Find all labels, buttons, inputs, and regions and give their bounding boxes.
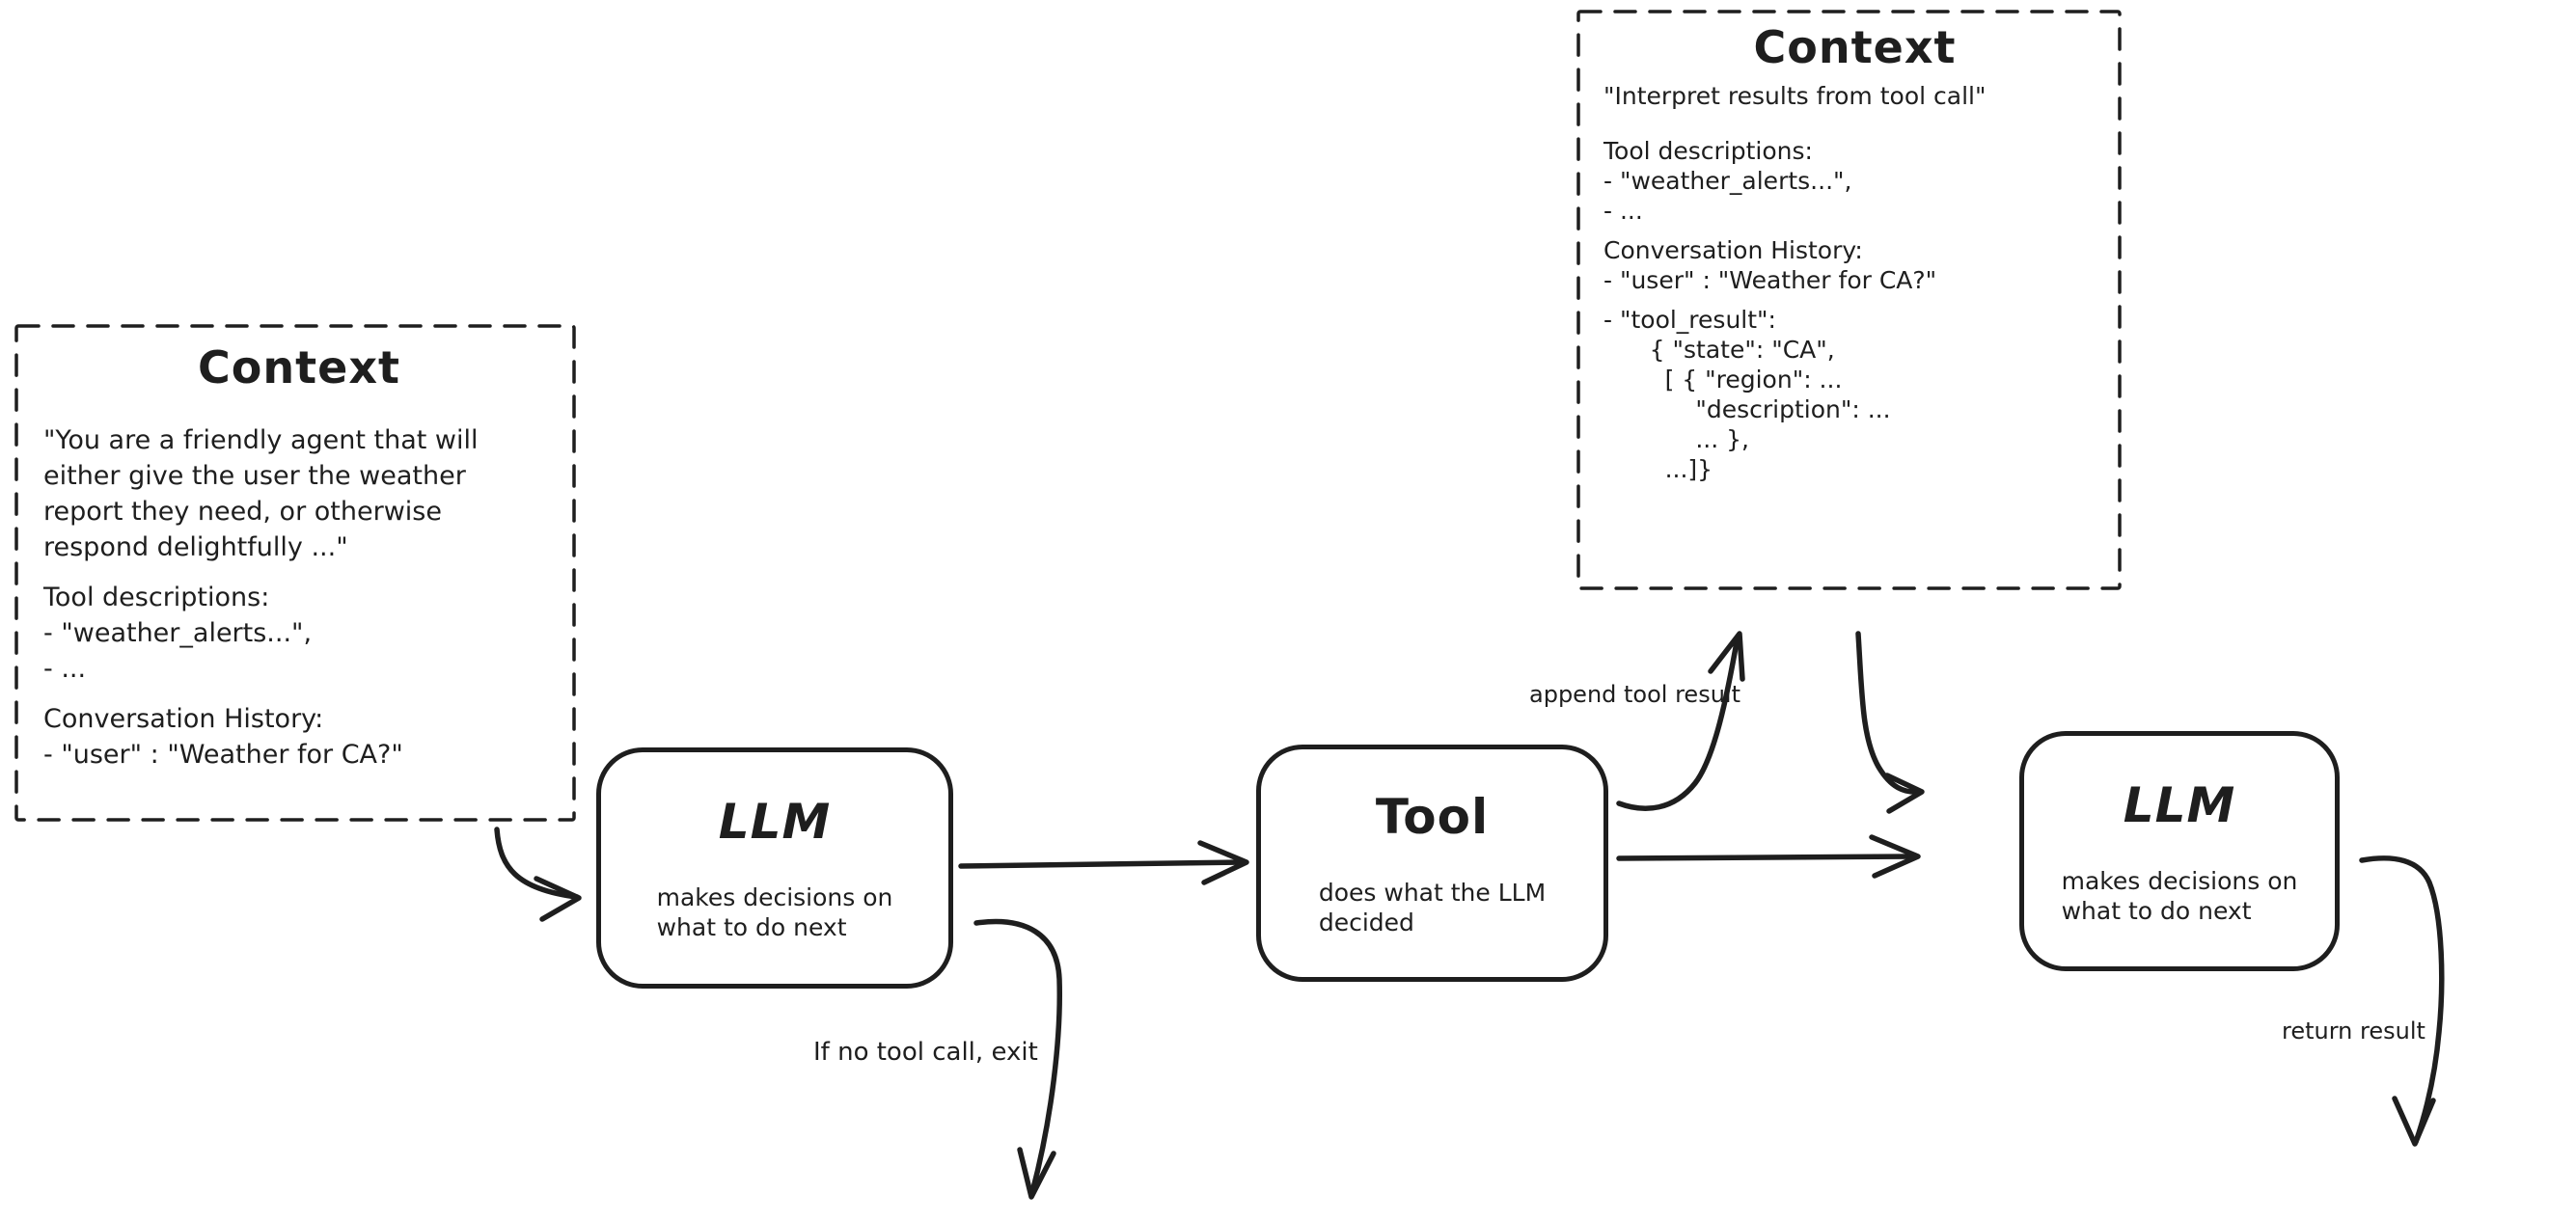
text-line: Tool descriptions: <box>43 583 270 612</box>
tool-subtitle: does what the LLM decided <box>1319 878 1546 937</box>
text-line: report they need, or otherwise <box>43 497 442 527</box>
context-left-dashed-border <box>14 324 576 822</box>
llm2-node: LLM makes decisions on what to do next <box>2019 731 2340 971</box>
tool-result-paragraph: - "tool_result": { "state": "CA", [ { "r… <box>1603 305 2106 484</box>
text-line: { "state": "CA", <box>1603 336 1835 364</box>
text-line: what to do next <box>656 913 847 941</box>
return-result-label: return result <box>2282 1018 2425 1045</box>
text-line: - ... <box>1603 197 1643 225</box>
interpret-results-paragraph: "Interpret results from tool call" <box>1603 81 2106 111</box>
text-line: either give the user the weather <box>43 461 466 491</box>
llm2-subtitle: makes decisions on what to do next <box>2062 866 2298 926</box>
text-line: Conversation History: <box>43 704 324 734</box>
text-line: makes decisions on <box>2061 866 2298 895</box>
conversation-history-paragraph: Conversation History: - "user" : "Weathe… <box>43 701 555 773</box>
text-line: - ... <box>43 654 87 684</box>
text-line: ...]} <box>1603 455 1713 483</box>
text-line: - "user" : "Weather for CA?" <box>1603 266 1937 294</box>
context-right-box: Context "Interpret results from tool cal… <box>1578 12 2120 588</box>
arrow-llm2-return <box>2359 855 2445 1147</box>
context-right-body: "Interpret results from tool call" Tool … <box>1603 81 2106 484</box>
system-prompt-paragraph: "You are a friendly agent that will eith… <box>43 422 555 565</box>
text-line: makes decisions on <box>656 883 893 911</box>
text-line: Tool descriptions: <box>1603 137 1813 165</box>
tool-descriptions-paragraph: Tool descriptions: - "weather_alerts..."… <box>43 580 555 687</box>
text-line: [ { "region": ... <box>1603 366 1843 393</box>
context-left-box: Context "You are a friendly agent that w… <box>16 326 574 820</box>
conversation-history-paragraph: Conversation History: - "user" : "Weathe… <box>1603 235 2106 295</box>
text-line: decided <box>1318 909 1414 936</box>
llm1-node: LLM makes decisions on what to do next <box>596 747 953 989</box>
llm2-title: LLM <box>2123 776 2236 833</box>
arrow-llm1-to-tool <box>958 840 1249 885</box>
llm1-title: LLM <box>718 794 832 850</box>
text-line: ... }, <box>1603 425 1750 453</box>
arrow-tool-to-context-right <box>1616 631 1745 811</box>
context-right-title: Context <box>1753 21 1957 73</box>
tool-node: Tool does what the LLM decided <box>1256 745 1608 982</box>
llm1-subtitle: makes decisions on what to do next <box>657 882 893 942</box>
text-line: - "weather_alerts...", <box>43 618 313 648</box>
text-line: "description": ... <box>1603 395 1891 423</box>
arrow-llm1-exit <box>973 918 1062 1200</box>
tool-title: Tool <box>1375 789 1490 845</box>
context-left-body: "You are a friendly agent that will eith… <box>43 422 555 773</box>
text-line: what to do next <box>2061 896 2252 925</box>
arrow-context-right-to-llm2 <box>1855 631 1925 814</box>
text-line: - "weather_alerts...", <box>1603 167 1852 195</box>
context-left-title: Context <box>198 341 400 393</box>
arrow-tool-to-llm2 <box>1616 834 1921 879</box>
text-line: "You are a friendly agent that will <box>43 425 479 455</box>
text-line: does what the LLM <box>1318 879 1547 907</box>
text-line: - "tool_result": <box>1603 306 1776 334</box>
append-tool-result-label: append tool result <box>1529 681 1740 708</box>
text-line: Conversation History: <box>1603 236 1863 264</box>
text-line: "Interpret results from tool call" <box>1603 82 1987 110</box>
text-line: respond delightfully ..." <box>43 532 348 562</box>
arrow-context-left-to-llm1 <box>494 827 582 922</box>
no-tool-call-exit-label: If no tool call, exit <box>813 1038 1038 1067</box>
tool-descriptions-paragraph: Tool descriptions: - "weather_alerts..."… <box>1603 136 2106 226</box>
text-line: - "user" : "Weather for CA?" <box>43 740 403 770</box>
